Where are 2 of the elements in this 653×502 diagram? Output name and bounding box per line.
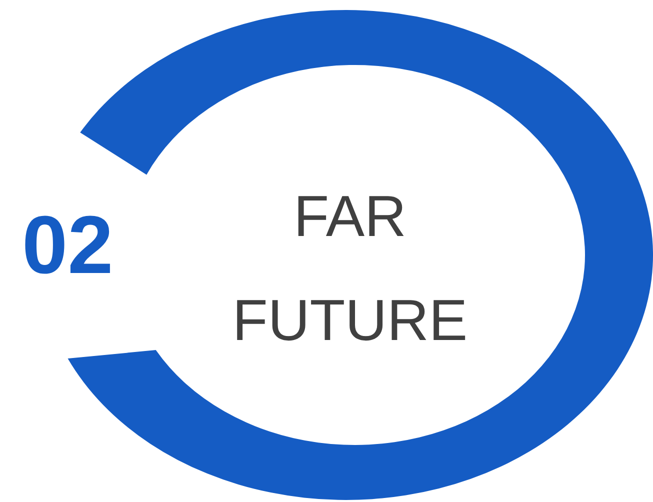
step-number: 02 <box>22 205 114 287</box>
ring-title: FAR FUTURE <box>231 183 469 355</box>
